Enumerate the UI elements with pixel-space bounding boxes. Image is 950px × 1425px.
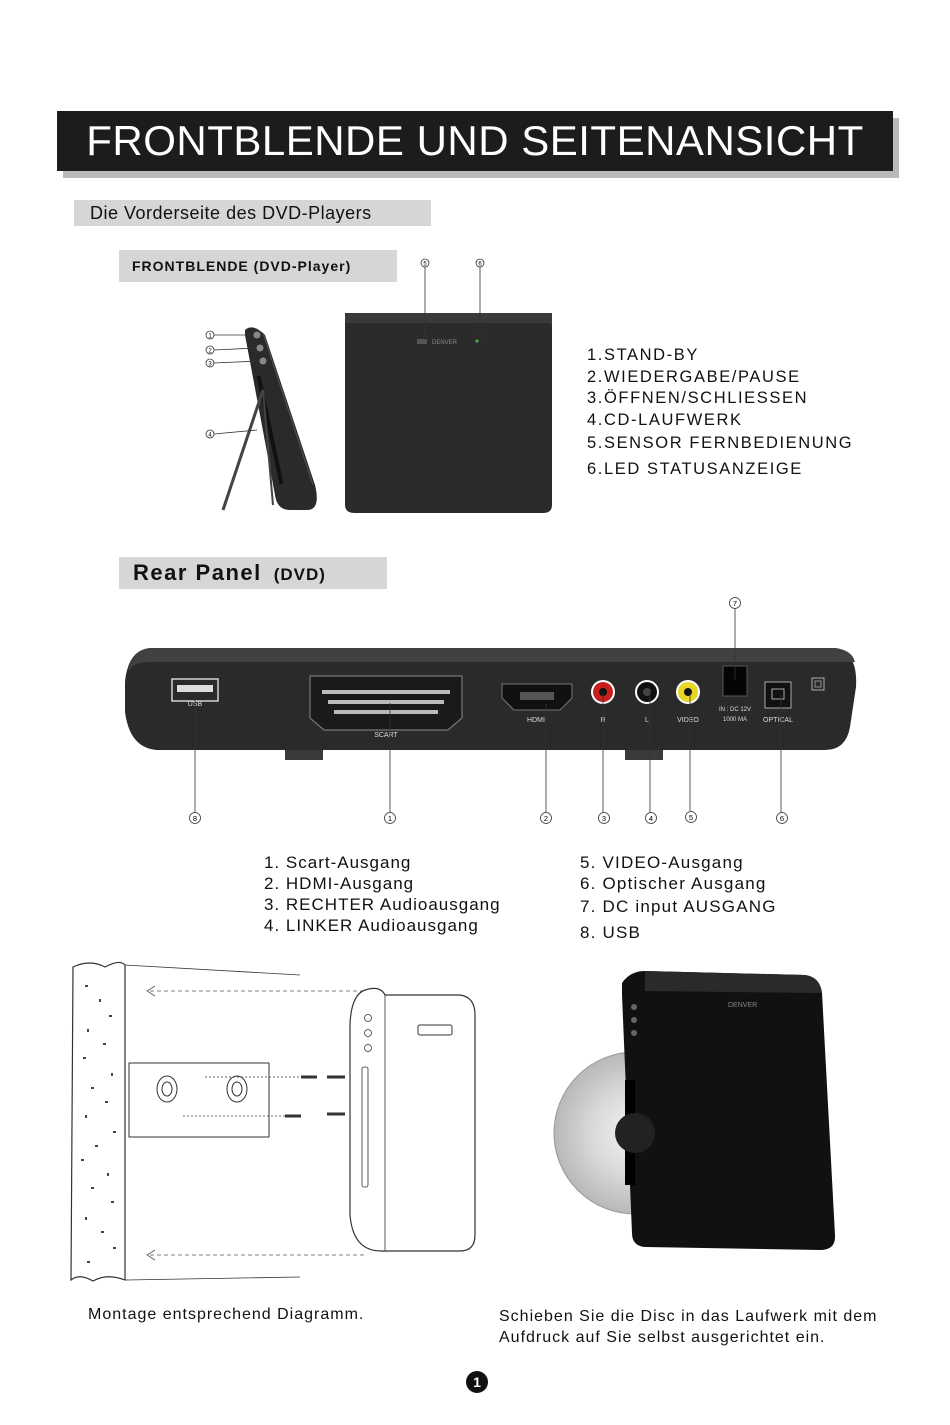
list-item: 2.WIEDERGABE/PAUSE xyxy=(587,367,801,386)
list-item: 4. LINKER Audioausgang xyxy=(264,916,479,935)
screws xyxy=(183,1075,345,1118)
front-callout-6: 6 xyxy=(478,262,482,268)
list-item: 2. HDMI-Ausgang xyxy=(264,874,415,893)
rear-panel-label-main: Rear Panel xyxy=(133,560,262,585)
front-panel-label: FRONTBLENDE (DVD-Player) xyxy=(119,250,397,282)
list-item: 5.SENSOR FERNBEDIENUNG xyxy=(587,434,854,452)
arrows xyxy=(146,985,365,1261)
list-item: 5. VIDEO-Ausgang xyxy=(580,853,744,872)
rear-callout-4: 4 xyxy=(649,814,653,823)
optical-label: OPTICAL xyxy=(763,717,793,724)
front-callout-5: 5 xyxy=(423,262,427,268)
list-item: 1. Scart-Ausgang xyxy=(264,853,412,872)
rear-callout-circles xyxy=(189,597,788,824)
list-item: 8. USB xyxy=(580,923,642,942)
disc-insertion-illustration: DENVER xyxy=(553,971,836,1250)
rear-callout-2: 2 xyxy=(544,814,548,823)
front-callouts: 5 6 xyxy=(420,258,485,340)
hdmi-label: HDMI xyxy=(527,717,545,724)
wall xyxy=(70,961,301,1282)
rear-callout-lines xyxy=(194,608,782,813)
front-brand: DENVER xyxy=(432,340,458,346)
dc-label-1: IN : DC 12V xyxy=(719,707,751,713)
list-item: 3. RECHTER Audioausgang xyxy=(264,895,501,914)
video-label: VIDEO xyxy=(677,717,699,724)
rear-panel-label-sub: (DVD) xyxy=(273,565,326,584)
rear-callout-8: 8 xyxy=(193,814,197,823)
dc-label-2: 1000 MA xyxy=(723,717,747,723)
disc-caption: Schieben Sie die Disc in das Laufwerk mi… xyxy=(499,1308,878,1346)
rear-panel-illustration: USB SCART HDMI R L VIDEO IN : DC 12V 100… xyxy=(125,597,857,824)
wall-mount-diagram xyxy=(70,961,476,1282)
rear-panel-label: Rear Panel (DVD) xyxy=(119,557,387,589)
side-callouts: 1 2 3 4 xyxy=(205,330,260,439)
side-callout-3: 3 xyxy=(208,362,212,368)
side-callout-1: 1 xyxy=(208,334,212,340)
rear-callout-numbers: 8 1 2 3 4 5 6 7 xyxy=(193,599,784,823)
side-callout-4: 4 xyxy=(208,433,212,439)
l-label: L xyxy=(645,717,649,724)
side-view-player xyxy=(221,327,317,511)
rear-callout-1: 1 xyxy=(388,814,392,823)
player-front-angle: DENVER xyxy=(622,971,836,1250)
disc-hub xyxy=(615,1113,655,1153)
rear-callout-6: 6 xyxy=(780,814,784,823)
rear-callout-5: 5 xyxy=(689,813,693,822)
front-side-illustration: 1 2 3 4 DENVER 5 6 xyxy=(205,258,552,513)
list-item: 3.ÖFFNEN/SCHLIESSEN xyxy=(587,389,809,407)
page-title: FRONTBLENDE UND SEITENANSICHT xyxy=(57,111,893,171)
rear-feature-list-left: 1. Scart-Ausgang 2. HDMI-Ausgang 3. RECH… xyxy=(264,853,501,937)
list-item: 7. DC input AUSGANG xyxy=(580,897,777,916)
mount-caption: Montage entsprechend Diagramm. xyxy=(88,1306,365,1323)
mount-bracket xyxy=(128,1062,270,1138)
rear-feature-list-right: 5. VIDEO-Ausgang 6. Optischer Ausgang 7.… xyxy=(580,853,777,947)
list-item: 6. Optischer Ausgang xyxy=(580,874,767,893)
list-item: 1.STAND-BY xyxy=(587,346,699,364)
list-item: 4.CD-LAUFWERK xyxy=(587,410,743,429)
list-item: 6.LED STATUSANZEIGE xyxy=(587,460,803,478)
rear-callout-3: 3 xyxy=(602,814,606,823)
player-side-outline xyxy=(349,987,476,1252)
rear-panel-body: USB SCART HDMI R L VIDEO IN : DC 12V 100… xyxy=(125,648,857,760)
scart-label: SCART xyxy=(374,732,398,739)
rear-callout-7: 7 xyxy=(733,599,737,608)
section-heading-front: Die Vorderseite des DVD-Players xyxy=(74,200,431,226)
front-view-player: DENVER xyxy=(345,313,552,513)
page-number: 1 xyxy=(466,1371,488,1393)
front-feature-list: 1.STAND-BY 2.WIEDERGABE/PAUSE 3.ÖFFNEN/S… xyxy=(587,346,853,484)
disc-brand: DENVER xyxy=(728,1002,757,1009)
side-callout-2: 2 xyxy=(208,349,212,355)
